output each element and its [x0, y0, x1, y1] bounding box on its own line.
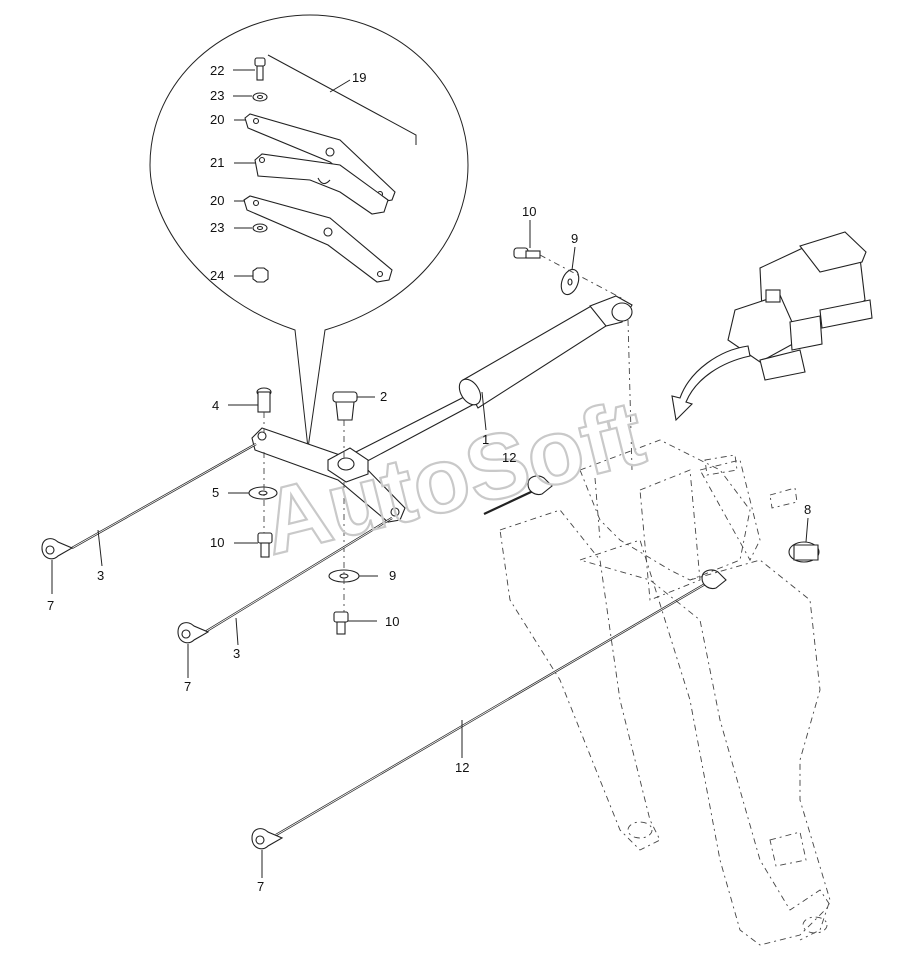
callout-7: 7	[184, 679, 191, 694]
callout-23: 23	[210, 220, 224, 235]
machine-thumbnail	[671, 231, 873, 422]
callout-19: 19	[352, 70, 366, 85]
callout-10: 10	[385, 614, 399, 629]
detail-leaders	[233, 69, 256, 277]
callout-3: 3	[233, 646, 240, 661]
callout-23: 23	[210, 88, 224, 103]
callout-20: 20	[210, 112, 224, 127]
callout-4: 4	[212, 398, 219, 413]
callout-10: 10	[210, 535, 224, 550]
ripper-frame	[499, 439, 831, 946]
callout-22: 22	[210, 63, 224, 78]
callout-1: 1	[482, 432, 489, 447]
detail-parts	[243, 54, 417, 283]
callout-7: 7	[257, 879, 264, 894]
detail-magnifier	[149, 14, 469, 449]
swing-beam	[251, 427, 406, 523]
main-leaders	[51, 79, 809, 878]
callout-24: 24	[210, 268, 224, 283]
callout-21: 21	[210, 155, 224, 170]
callout-5: 5	[212, 485, 219, 500]
callout-20: 20	[210, 193, 224, 208]
callout-3: 3	[97, 568, 104, 583]
callout-12: 12	[455, 760, 469, 775]
loose-parts	[248, 247, 820, 635]
callout-labels: 22 23 19 20 21 20 23 24 10 9 4 2 1 12 5 …	[47, 63, 811, 894]
callout-10: 10	[522, 204, 536, 219]
callout-9: 9	[571, 231, 578, 246]
cables	[71, 443, 713, 836]
callout-9: 9	[389, 568, 396, 583]
hydraulic-cylinder	[349, 295, 633, 467]
callout-7: 7	[47, 598, 54, 613]
callout-2: 2	[380, 389, 387, 404]
callout-12: 12	[502, 450, 516, 465]
callout-8: 8	[804, 502, 811, 517]
